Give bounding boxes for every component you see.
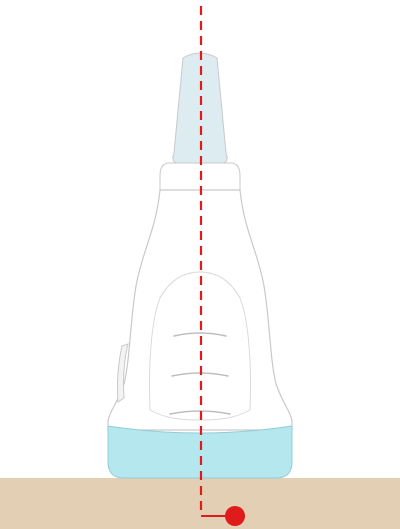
probe-cable-strain-relief [172, 52, 228, 164]
target-dot-icon [225, 506, 245, 526]
probe-acoustic-lens [107, 425, 293, 479]
probe-grip-ridge [173, 332, 227, 337]
probe-side-button [117, 343, 129, 403]
